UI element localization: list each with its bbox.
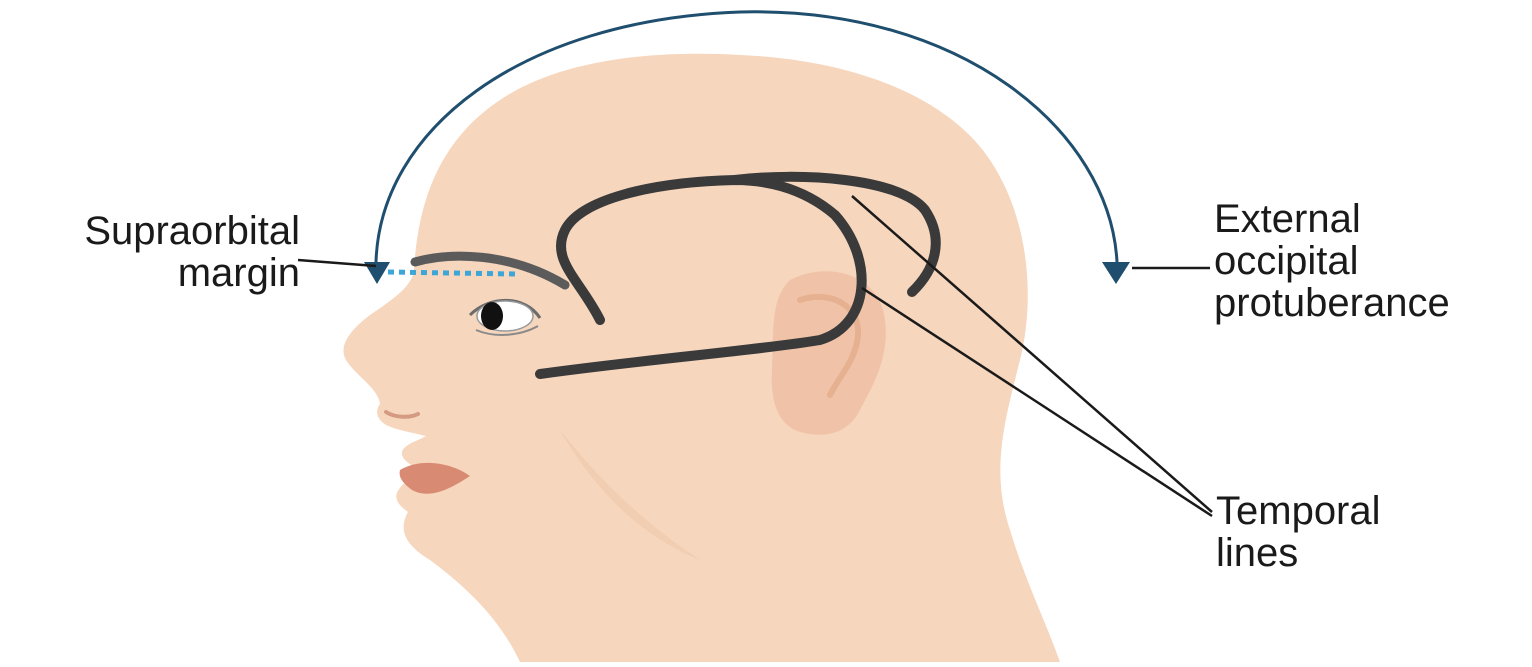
label-temporal-lines: Temporal lines xyxy=(1216,490,1381,574)
label-line: protuberance xyxy=(1214,282,1450,324)
label-line: Temporal xyxy=(1216,490,1381,532)
label-line: margin xyxy=(10,252,300,294)
label-line: External xyxy=(1214,198,1450,240)
label-external-occipital-protuberance: External occipital protuberance xyxy=(1214,198,1450,324)
leader-supraorbital xyxy=(298,260,376,266)
label-supraorbital-margin: Supraorbital margin xyxy=(10,210,300,294)
arrowhead-right xyxy=(1102,262,1130,284)
label-line: Supraorbital xyxy=(10,210,300,252)
label-line: lines xyxy=(1216,532,1381,574)
label-line: occipital xyxy=(1214,240,1450,282)
pupil xyxy=(481,302,503,330)
